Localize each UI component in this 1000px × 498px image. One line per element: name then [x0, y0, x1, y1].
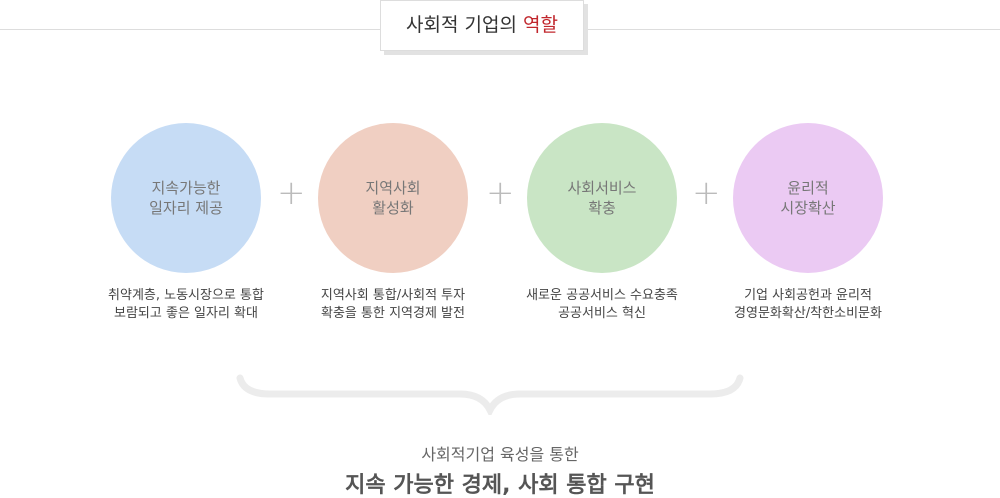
plus-icon: + — [486, 173, 515, 213]
role-description: 새로운 공공서비스 수요충족 공공서비스 혁신 — [526, 288, 678, 321]
curly-brace-icon — [236, 374, 744, 415]
title-text: 사회적 기업의 — [406, 14, 523, 36]
role-description: 기업 사회공헌과 윤리적 경영문화확산/착한소비문화 — [734, 288, 882, 321]
conclusion-title: 지속 가능한 경제, 사회 통합 구현 — [345, 473, 655, 498]
role-circle-ethical-market: 윤리적 시장확산 — [733, 123, 883, 273]
plus-icon: + — [692, 173, 721, 213]
title-highlight: 역할 — [523, 14, 558, 36]
diagram-title: 사회적 기업의 역할 — [380, 0, 584, 51]
plus-icon: + — [277, 173, 306, 213]
role-circle-jobs: 지속가능한 일자리 제공 — [111, 123, 261, 273]
conclusion-subtitle: 사회적기업 육성을 통한 — [421, 445, 579, 464]
role-description: 지역사회 통합/사회적 투자 확충을 통한 지역경제 발전 — [320, 288, 466, 321]
role-circle-community: 지역사회 활성화 — [318, 123, 468, 273]
role-description: 취약계층, 노동시장으로 통합 보람되고 좋은 일자리 확대 — [108, 288, 264, 321]
role-circle-social-service: 사회서비스 확충 — [527, 123, 677, 273]
